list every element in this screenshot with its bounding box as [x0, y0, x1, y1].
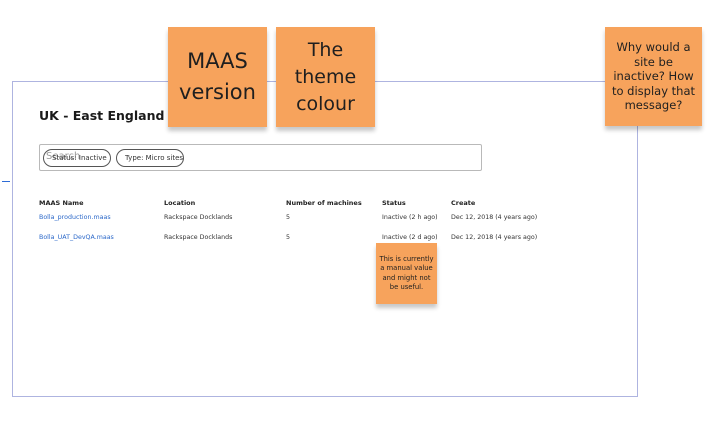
maas-name-link[interactable]: Bolla_production.maas: [39, 214, 111, 221]
search-placeholder: Search: [46, 151, 81, 162]
maas-name-link[interactable]: Bolla_UAT_DevQA.maas: [39, 234, 114, 241]
status-cell: Inactive (2 d ago): [382, 234, 438, 241]
site-panel: [12, 81, 638, 397]
created-cell: Dec 12, 2018 (4 years ago): [451, 234, 538, 241]
sticky-note-why-inactive: Why would a site be inactive? How to dis…: [605, 27, 702, 126]
filter-chip-status[interactable]: Status: Inactive: [43, 149, 111, 167]
edge-marker: [2, 181, 10, 182]
created-cell: Dec 12, 2018 (4 years ago): [451, 214, 538, 221]
filter-chip-type[interactable]: Type: Micro sites: [116, 149, 184, 167]
column-header-machines[interactable]: Number of machines: [286, 199, 362, 207]
column-header-name[interactable]: MAAS Name: [39, 199, 84, 207]
machines-cell: 5: [286, 214, 291, 221]
column-header-status[interactable]: Status: [382, 199, 406, 207]
machines-cell: 5: [286, 234, 291, 241]
status-cell: Inactive (2 h ago): [382, 214, 438, 221]
column-header-create[interactable]: Create: [451, 199, 476, 207]
sticky-note-theme-colour: The theme colour: [276, 27, 375, 127]
page-title: UK - East England: [39, 108, 165, 123]
sticky-note-status-manual: This is currently a manual value and mig…: [376, 243, 437, 304]
location-cell: Rackspace Docklands: [164, 234, 233, 241]
column-header-location[interactable]: Location: [164, 199, 196, 207]
location-cell: Rackspace Docklands: [164, 214, 233, 221]
search-input[interactable]: Search Status: Inactive Type: Micro site…: [39, 144, 482, 171]
sticky-note-maas-version: MAAS version: [168, 27, 267, 127]
